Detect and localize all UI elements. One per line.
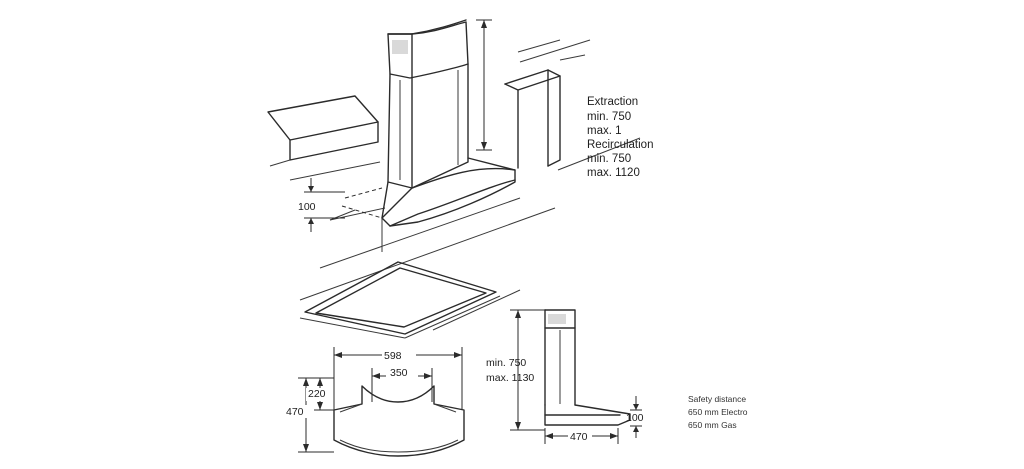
side-depth-dimension: 470 [544,428,619,444]
perspective-view: 100 [267,19,641,339]
side-canopy-height-dimension: 100 [626,396,644,438]
side-canopy [544,404,631,426]
canopy [341,157,516,252]
plan-depth-dimension: 470 [286,377,334,453]
plan-view: 598 350 470 [286,347,465,457]
safety-title: Safety distance [688,394,746,404]
plan-canopy-outline [333,385,465,457]
cooktop [299,261,521,339]
plan-inner-width-dimension: 350 [371,367,433,402]
wall-offset-label: 100 [298,201,316,213]
recirculation-max: max. 1120 [587,167,640,179]
right-wall-cabinet [504,69,561,169]
extraction-max: max. 1 [587,125,622,137]
safety-gas: 650 mm Gas [688,420,737,430]
side-height-dimension: min. 750 max. 1130 [486,309,545,431]
install-notes: Extraction min. 750 max. 1 Recirculation… [587,96,653,179]
plan-width-label: 598 [384,350,402,362]
safety-electro: 650 mm Electro [688,407,748,417]
side-height-min-label: min. 750 [486,357,526,369]
side-depth-label: 470 [570,431,588,443]
chimney-lower [387,63,469,189]
plan-inner-depth-label: 220 [308,388,326,400]
side-canopy-height-label: 100 [626,412,644,424]
chimney-height-dimension [476,19,492,151]
safety-distance-note: Safety distance 650 mm Electro 650 mm Ga… [688,394,748,430]
side-view: min. 750 max. 1130 470 [486,309,644,444]
plan-inner-depth-dimension: 220 [306,378,334,411]
plan-depth-label: 470 [286,406,304,418]
wall-offset-dimension: 100 [298,178,345,232]
wall-lines [289,39,641,301]
side-height-max-label: max. 1130 [486,372,534,384]
left-wall-cabinet [267,95,379,167]
recirculation-title: Recirculation [587,139,653,151]
side-chimney [544,309,576,406]
plan-inner-width-label: 350 [390,367,408,379]
chimney-upper [387,19,469,79]
extraction-title: Extraction [587,96,638,108]
extraction-min: min. 750 [587,111,631,123]
recirculation-min: min. 750 [587,153,631,165]
